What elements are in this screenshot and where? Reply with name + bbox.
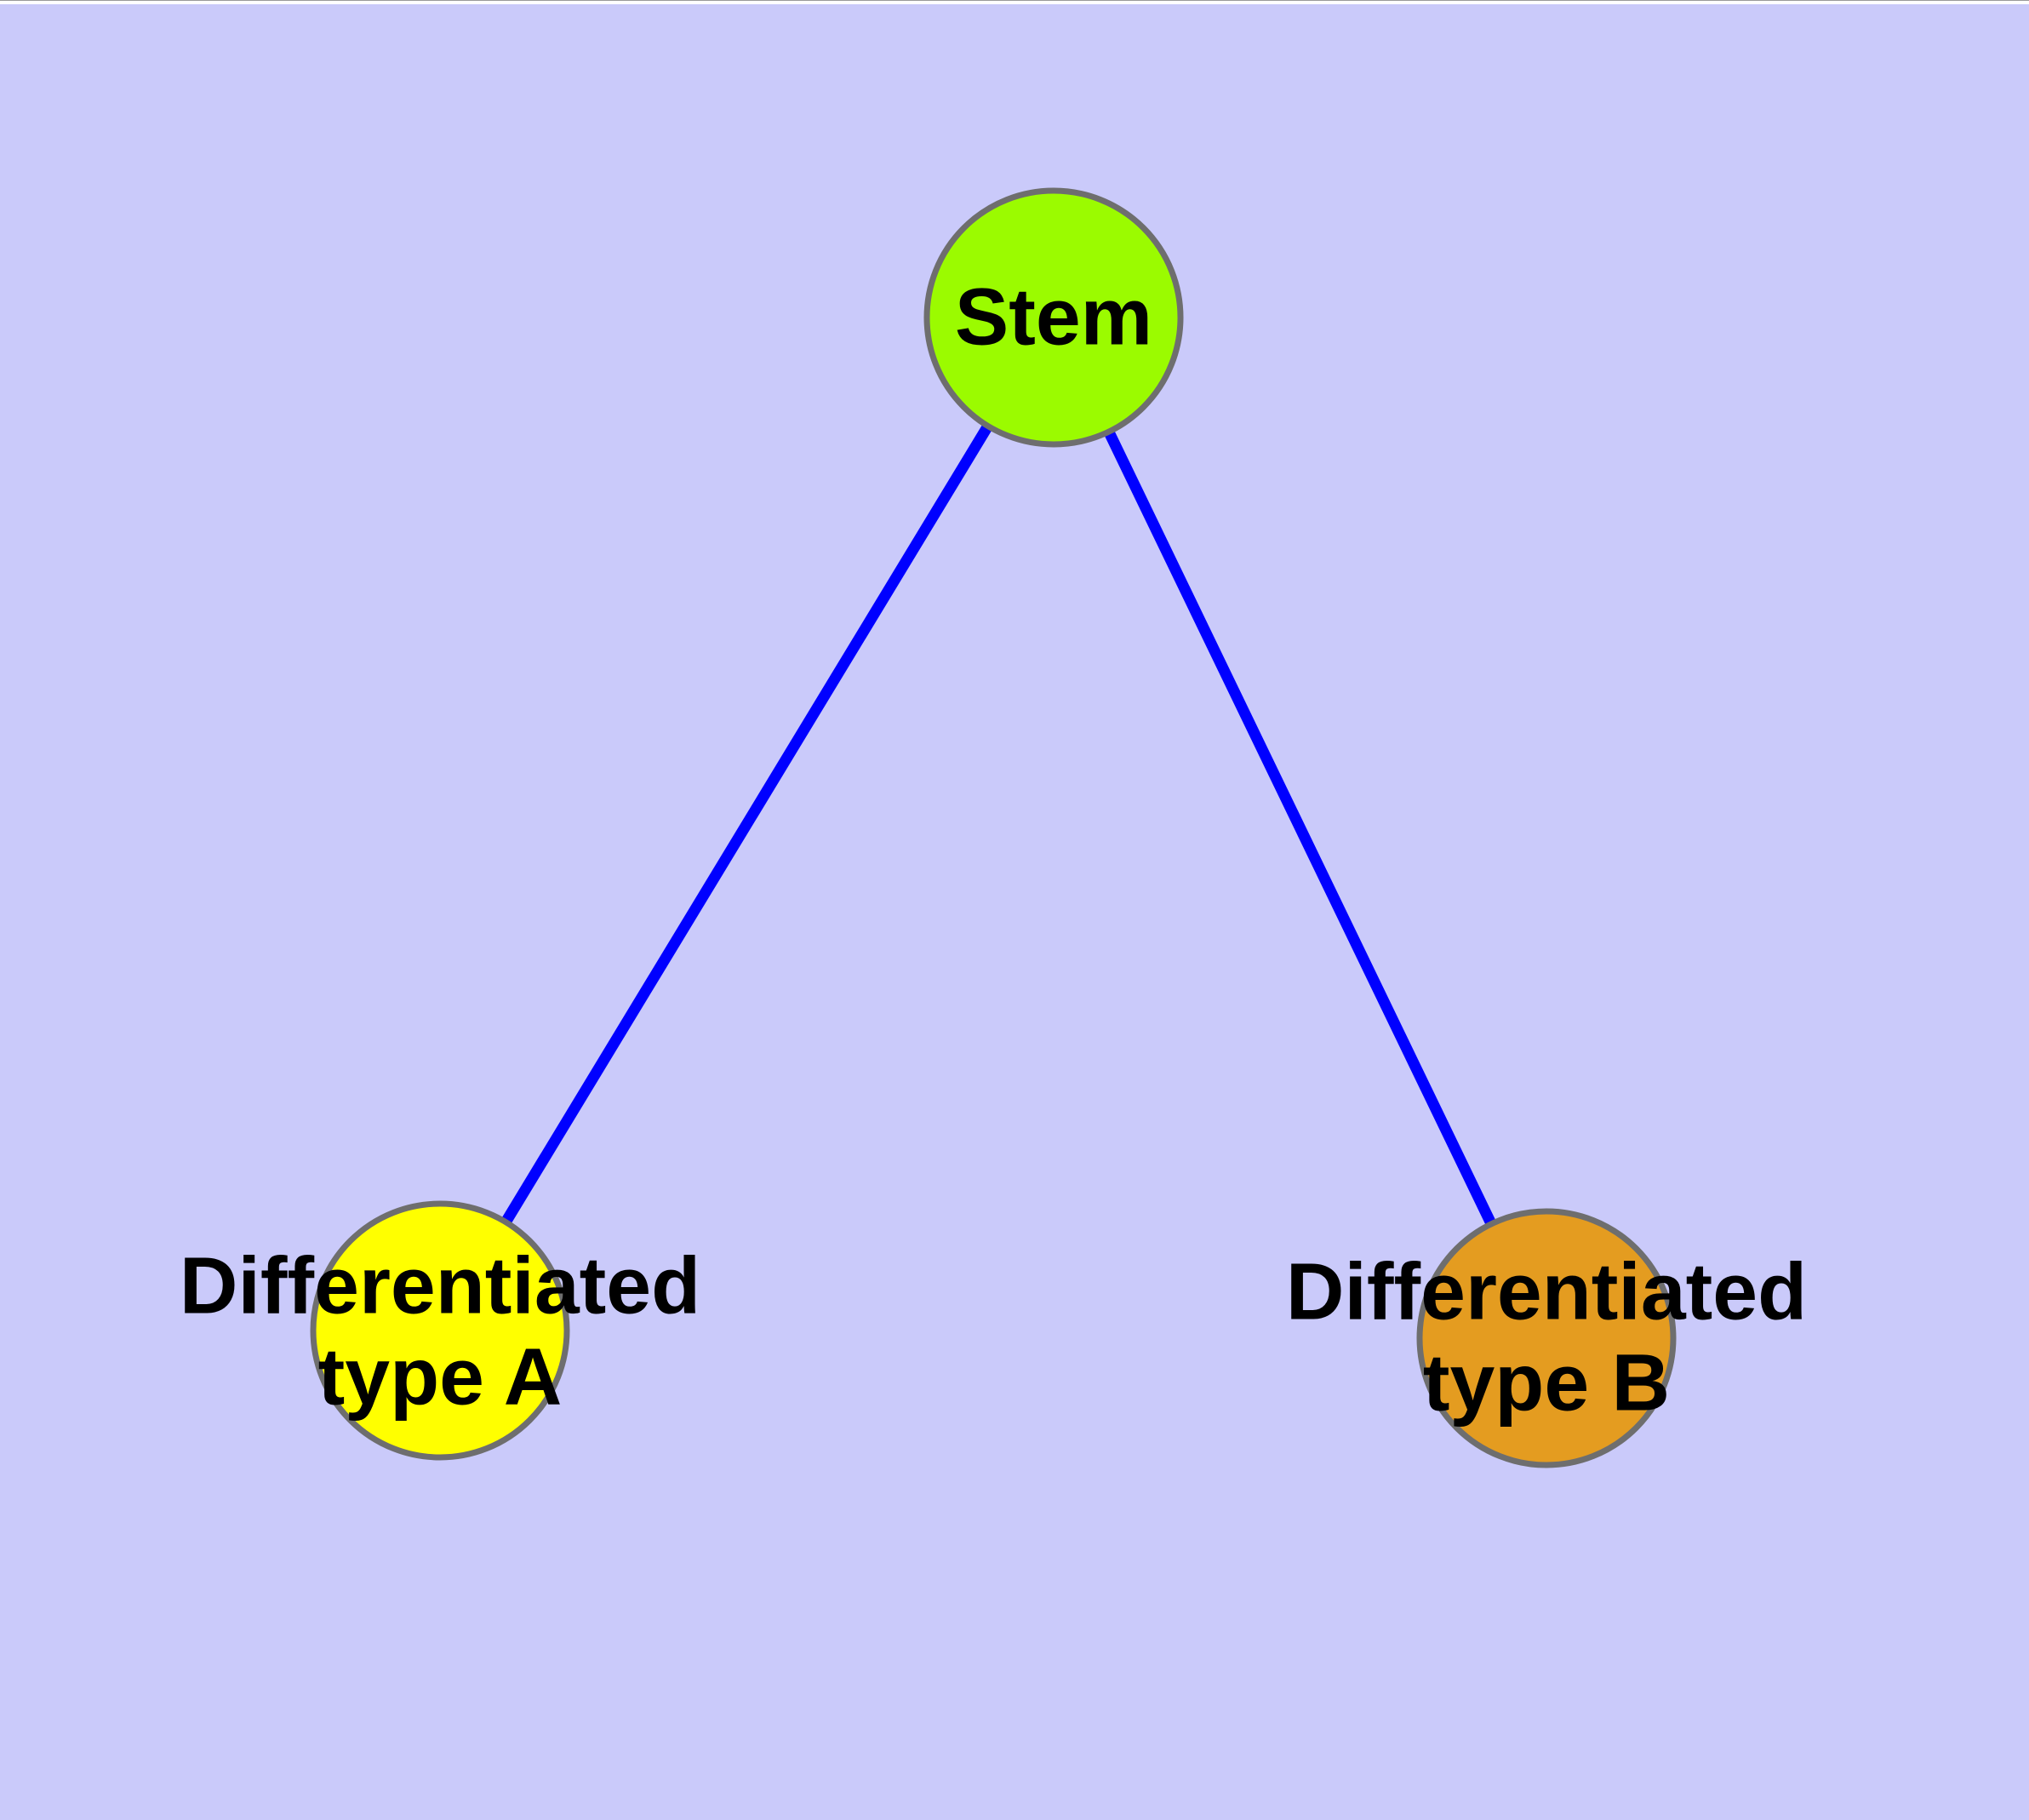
- node-type-b-circle: [1416, 1208, 1677, 1468]
- node-stem-label: Stem: [954, 272, 1153, 363]
- top-margin-strip: [0, 0, 2029, 4]
- node-type-a-label: Differentiated type A: [179, 1240, 701, 1422]
- node-type-a-circle: [310, 1200, 570, 1461]
- node-type-b-label: Differentiated type B: [1285, 1246, 1808, 1428]
- node-stem-circle: [923, 187, 1184, 448]
- edge-stem-to-type-a: [435, 314, 1059, 1334]
- edge-stem-to-type-b: [1049, 315, 1552, 1341]
